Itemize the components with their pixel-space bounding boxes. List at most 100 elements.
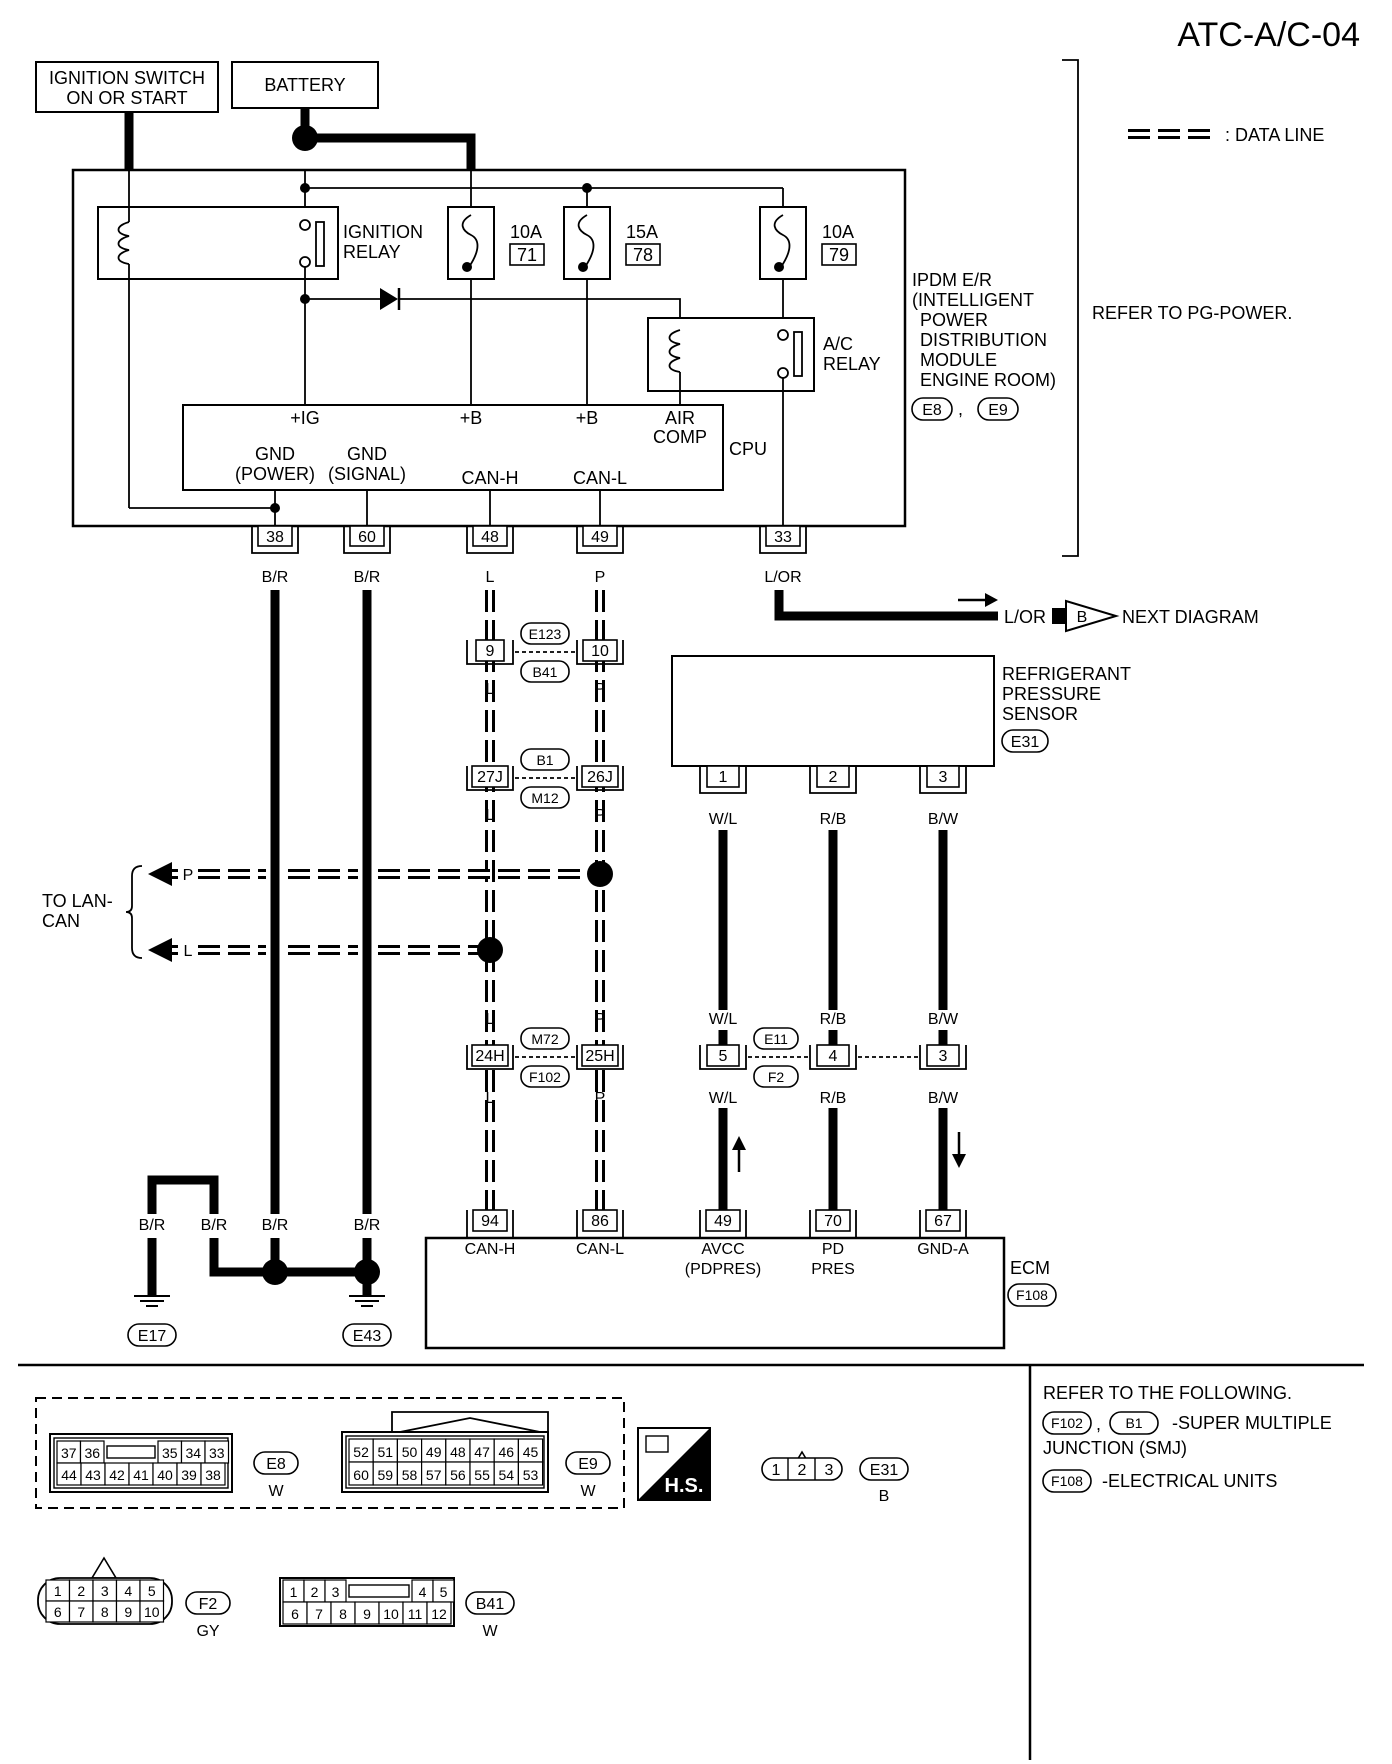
f2-pin-1: 1	[54, 1583, 62, 1599]
j3-color-below-b: P	[595, 1090, 606, 1107]
ipdm-connector-group	[35, 1397, 625, 1509]
junction-e11-f2: W/L R/B B/W 5 4 3 E11 F2 W/L R/B B/W	[699, 1010, 967, 1130]
ignition-relay: IGNITION RELAY	[97, 170, 423, 508]
e8-pin-33: 33	[209, 1445, 225, 1461]
direction-arrow-right-icon	[958, 593, 998, 607]
e9-pin-46: 46	[499, 1444, 515, 1460]
diode-icon	[380, 288, 401, 310]
refer-line2-text: -ELECTRICAL UNITS	[1102, 1471, 1277, 1491]
lan-can-label-2: CAN	[42, 911, 80, 931]
ipdm-pin-33-label: 33	[774, 529, 792, 546]
ipdm-label-block: IPDM E/R (INTELLIGENT POWER DISTRIBUTION…	[911, 59, 1292, 557]
fuse-71-amp: 10A	[510, 222, 542, 242]
ground-loop-wire	[147, 1175, 275, 1277]
e9-pin-54: 54	[499, 1467, 515, 1483]
e9-pin-52: 52	[353, 1444, 369, 1460]
sensor-pin-2-color: R/B	[820, 811, 847, 828]
e9-pin-59: 59	[378, 1467, 394, 1483]
b41-name: B41	[476, 1596, 505, 1613]
ecm-block: ECM F108	[424, 1236, 1057, 1350]
junction-b1-m12: 27J 26J B1 M12 L P	[466, 748, 624, 824]
ecm-connector: F108	[1016, 1287, 1048, 1303]
e9-pin-48: 48	[450, 1444, 466, 1460]
e9-pin-53-cell	[517, 1461, 544, 1486]
j2-color-a: L	[486, 807, 495, 824]
f2-pin-10-cell	[139, 1600, 165, 1623]
ipdm-pin-38-color: B/R	[262, 569, 289, 586]
junction-m72-f102: L P 24H 25H M72 F102 L P	[466, 1011, 624, 1107]
e8-color: W	[268, 1483, 284, 1500]
b41-pin-8: 8	[339, 1606, 347, 1622]
j2-conn-bottom: M12	[531, 790, 558, 806]
f2-pin-8: 8	[101, 1604, 109, 1620]
e8-pin-44: 44	[61, 1467, 77, 1483]
e8-pin-38: 38	[205, 1467, 221, 1483]
refer-conn-f102: F102	[1051, 1415, 1083, 1431]
ecm-pins: 94 CAN-H 86 CAN-L 49 AVCC (PDPRES) 70 PD…	[465, 1209, 969, 1278]
j4-color-above-3: B/W	[928, 1011, 959, 1028]
fuse-78-amp: 15A	[626, 222, 658, 242]
j3-color-above-a: L	[486, 1011, 495, 1028]
j4-conn-bottom: F2	[768, 1069, 785, 1085]
cpu-air-comp-2: COMP	[653, 427, 707, 447]
e9-pin-51: 51	[378, 1444, 394, 1460]
fuse-78-num: 78	[633, 245, 653, 265]
e8-name: E8	[266, 1456, 286, 1473]
ipdm-pin-38-label: 38	[266, 529, 284, 546]
fuse-79-amp: 10A	[822, 222, 854, 242]
ecm-terminal-can-h: CAN-H	[465, 1241, 516, 1258]
ipdm-label-3: POWER	[920, 310, 988, 330]
refer-pg-power: REFER TO PG-POWER.	[1092, 303, 1292, 323]
e8-key-slot	[106, 1445, 156, 1459]
cpu-b1: +B	[460, 408, 483, 428]
e8-pin-34: 34	[185, 1445, 201, 1461]
next-diagram-marker: B	[1052, 599, 1120, 633]
ipdm-label-4: DISTRIBUTION	[920, 330, 1047, 350]
ipdm-label-1: IPDM E/R	[912, 270, 992, 290]
e8-pin-38-cell	[200, 1462, 226, 1486]
battery-label: BATTERY	[264, 75, 345, 95]
ac-relay-label-2: RELAY	[823, 354, 881, 374]
cpu-can-l: CAN-L	[573, 468, 627, 488]
ecm-terminal-avcc-2: (PDPRES)	[685, 1261, 761, 1278]
j3-conn-bottom: F102	[529, 1069, 561, 1085]
cpu-gnd-power-1: GND	[255, 444, 295, 464]
hs-label: H.S.	[665, 1475, 704, 1497]
cpu-block: CPU +IG +B +B AIR COMP GND (POWER) GND (…	[182, 404, 767, 491]
e31-pin-3: 3	[825, 1462, 834, 1479]
j3-pin-a: 24H	[475, 1048, 504, 1065]
j2-color-b: P	[595, 807, 606, 824]
b41-pin-11: 11	[408, 1606, 423, 1622]
battery-feed-wire	[305, 133, 476, 170]
f2-pin-5: 5	[148, 1583, 156, 1599]
ac-relay-label-1: A/C	[823, 334, 853, 354]
e8-pin-42: 42	[109, 1467, 125, 1483]
e9-pin-58: 58	[402, 1467, 418, 1483]
b41-pin-9: 9	[363, 1606, 371, 1622]
e8-pin-37: 37	[61, 1445, 77, 1461]
ecm-pin-67: 67	[934, 1213, 952, 1230]
ground-color-2: B/R	[201, 1217, 228, 1234]
cpu-air-comp-1: AIR	[665, 408, 695, 428]
ignition-switch-label-2: ON OR START	[66, 88, 187, 108]
sensor-label-2: PRESSURE	[1002, 684, 1101, 704]
cpu-can-h: CAN-H	[462, 468, 519, 488]
e9-name: E9	[578, 1456, 598, 1473]
battery-box: BATTERY	[231, 61, 379, 109]
lan-can-brace	[125, 865, 143, 959]
j2-pin-a: 27J	[477, 769, 503, 786]
ipdm-conn-e8: E8	[922, 402, 942, 419]
j4-color-below-1: W/L	[709, 1090, 738, 1107]
data-line-legend-label: : DATA LINE	[1225, 125, 1324, 145]
refer-conn-b1: B1	[1125, 1415, 1142, 1431]
ground-symbol-icon	[134, 1295, 170, 1307]
svg-text:,: ,	[958, 399, 963, 419]
data-line-legend: : DATA LINE	[1128, 125, 1324, 145]
lor-wire	[774, 590, 998, 621]
j1-pin-b: 10	[591, 643, 609, 660]
ipdm-pin-49: 49 P	[576, 525, 624, 586]
ipdm-pin-connectors: 38 B/R 60 B/R 48 L 49 P 33 L/OR	[251, 525, 807, 586]
